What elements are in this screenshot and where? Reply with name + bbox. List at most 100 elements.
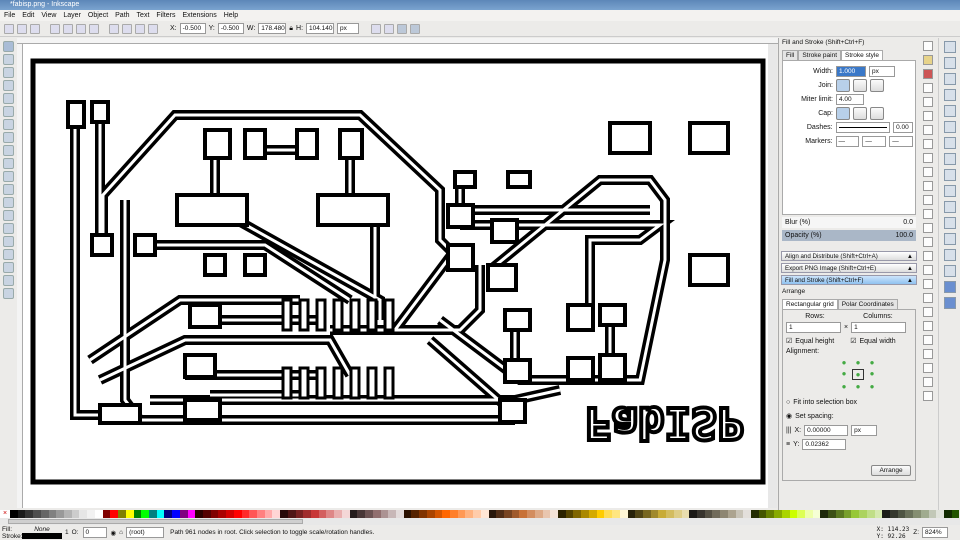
align-distribute-dock-item[interactable]: Align and Distribute (Shift+Ctrl+A)▲ bbox=[781, 251, 917, 261]
color-swatch[interactable] bbox=[295, 510, 304, 518]
menu-filters[interactable]: Filters bbox=[156, 12, 176, 19]
snap-paths-icon[interactable] bbox=[943, 137, 956, 149]
snap-centers-icon[interactable] bbox=[943, 217, 956, 229]
color-swatch[interactable] bbox=[480, 510, 489, 518]
color-swatch[interactable] bbox=[843, 510, 852, 518]
color-swatch[interactable] bbox=[133, 510, 142, 518]
select-all-layers-icon[interactable] bbox=[17, 23, 27, 34]
color-swatch[interactable] bbox=[303, 510, 312, 518]
color-swatch[interactable] bbox=[395, 510, 404, 518]
vertical-scrollbar[interactable] bbox=[768, 44, 777, 508]
align-top-left[interactable]: ● bbox=[841, 358, 847, 367]
color-swatch[interactable] bbox=[820, 510, 829, 518]
deselect-icon[interactable] bbox=[30, 23, 40, 34]
color-swatch[interactable] bbox=[349, 510, 358, 518]
tab-stroke-style[interactable]: Stroke style bbox=[841, 50, 883, 60]
xml-editor-icon[interactable] bbox=[923, 349, 933, 359]
color-swatch[interactable] bbox=[573, 510, 582, 518]
w-input[interactable]: 178.480 bbox=[258, 23, 287, 34]
color-swatch[interactable] bbox=[565, 510, 574, 518]
round-join-button[interactable] bbox=[853, 78, 867, 92]
color-swatch[interactable] bbox=[859, 510, 867, 518]
color-swatch[interactable] bbox=[218, 510, 227, 518]
color-swatch[interactable] bbox=[828, 510, 836, 518]
color-swatch[interactable] bbox=[48, 510, 57, 518]
color-swatch[interactable] bbox=[334, 510, 342, 518]
zoom-drawing-icon[interactable] bbox=[923, 209, 933, 219]
start-marker-select[interactable]: — bbox=[835, 135, 860, 147]
layer-visibility-icon[interactable]: ◉ bbox=[110, 529, 117, 537]
group-icon[interactable] bbox=[923, 279, 933, 289]
rows-input[interactable]: 1 bbox=[786, 321, 841, 333]
color-swatch[interactable] bbox=[534, 510, 543, 518]
color-swatch[interactable] bbox=[558, 510, 566, 518]
pen-tool-icon[interactable] bbox=[3, 184, 14, 195]
raise-icon[interactable] bbox=[122, 23, 132, 34]
color-swatch[interactable] bbox=[56, 510, 65, 518]
butt-cap-button[interactable] bbox=[836, 106, 850, 120]
color-swatch[interactable] bbox=[473, 510, 481, 518]
color-swatch[interactable] bbox=[951, 510, 960, 518]
color-swatch[interactable] bbox=[704, 510, 713, 518]
layers-icon[interactable] bbox=[923, 335, 933, 345]
drawing-canvas[interactable]: FabISP bbox=[23, 44, 768, 508]
fit-selection-radio[interactable]: ○ bbox=[786, 398, 791, 406]
color-swatch[interactable] bbox=[457, 510, 466, 518]
color-swatch[interactable] bbox=[720, 510, 728, 518]
menu-extensions[interactable]: Extensions bbox=[182, 12, 217, 19]
menu-help[interactable]: Help bbox=[223, 12, 239, 19]
redo-icon[interactable] bbox=[923, 139, 933, 149]
color-swatch[interactable] bbox=[889, 510, 898, 518]
color-swatch[interactable] bbox=[496, 510, 504, 518]
color-swatch[interactable] bbox=[442, 510, 450, 518]
x-input[interactable]: -0.500 bbox=[179, 23, 206, 34]
width-unit-select[interactable]: px bbox=[869, 65, 895, 77]
flip-horizontal-icon[interactable] bbox=[76, 23, 86, 34]
dropper-tool-icon[interactable] bbox=[3, 275, 14, 286]
h-input[interactable]: 104.140 bbox=[306, 23, 335, 34]
color-swatch[interactable] bbox=[380, 510, 389, 518]
align-bottom-left[interactable]: ● bbox=[841, 382, 847, 391]
color-swatch[interactable] bbox=[210, 510, 219, 518]
snap-rotation-center-icon[interactable] bbox=[943, 233, 956, 245]
dashes-select[interactable] bbox=[835, 121, 891, 133]
snap-text-baseline-icon[interactable] bbox=[943, 249, 956, 261]
zoom-selection-icon[interactable] bbox=[923, 195, 933, 205]
color-swatch[interactable] bbox=[156, 510, 165, 518]
layer-select[interactable]: (root) bbox=[126, 527, 165, 538]
node-tool-icon[interactable] bbox=[3, 54, 14, 65]
color-swatch[interactable] bbox=[372, 510, 381, 518]
spacing-y-input[interactable]: 0.02362 bbox=[802, 438, 847, 450]
pcb-drawing[interactable]: FabISP bbox=[23, 44, 768, 508]
color-swatch[interactable] bbox=[434, 510, 443, 518]
color-swatch[interactable] bbox=[79, 510, 88, 518]
color-swatch[interactable] bbox=[388, 510, 396, 518]
horizontal-scroll-thumb[interactable] bbox=[8, 519, 303, 524]
snap-grid-icon[interactable] bbox=[943, 281, 956, 293]
export-png-dock-item[interactable]: Export PNG Image (Shift+Ctrl+E)▲ bbox=[781, 263, 917, 273]
new-document-icon[interactable] bbox=[923, 41, 933, 51]
color-swatch[interactable] bbox=[125, 510, 134, 518]
color-swatch[interactable] bbox=[766, 510, 775, 518]
spacing-unit-select[interactable]: px bbox=[851, 424, 878, 436]
snap-smooth-icon[interactable] bbox=[943, 185, 956, 197]
color-swatch[interactable] bbox=[87, 510, 95, 518]
unit-select[interactable]: px bbox=[337, 23, 360, 34]
ungroup-icon[interactable] bbox=[923, 293, 933, 303]
set-spacing-radio[interactable]: ◉ bbox=[786, 413, 793, 420]
color-swatch[interactable] bbox=[419, 510, 427, 518]
fill-stroke-dock-item[interactable]: Fill and Stroke (Shift+Ctrl+F)▲ bbox=[781, 275, 917, 285]
rotate-ccw-icon[interactable] bbox=[50, 23, 60, 34]
selector-tool-icon[interactable] bbox=[3, 41, 14, 52]
tab-rectangular-grid[interactable]: Rectangular grid bbox=[782, 299, 838, 309]
3d-box-tool-icon[interactable] bbox=[3, 119, 14, 130]
color-swatch[interactable] bbox=[920, 510, 929, 518]
lock-icon[interactable]: 🔒︎ bbox=[289, 24, 294, 32]
color-swatch[interactable] bbox=[226, 510, 234, 518]
color-swatch[interactable] bbox=[233, 510, 242, 518]
color-swatch[interactable] bbox=[681, 510, 690, 518]
move-gradients-icon[interactable] bbox=[397, 23, 408, 34]
color-swatch[interactable] bbox=[789, 510, 798, 518]
menu-edit[interactable]: Edit bbox=[22, 12, 35, 19]
eraser-tool-icon[interactable] bbox=[3, 236, 14, 247]
